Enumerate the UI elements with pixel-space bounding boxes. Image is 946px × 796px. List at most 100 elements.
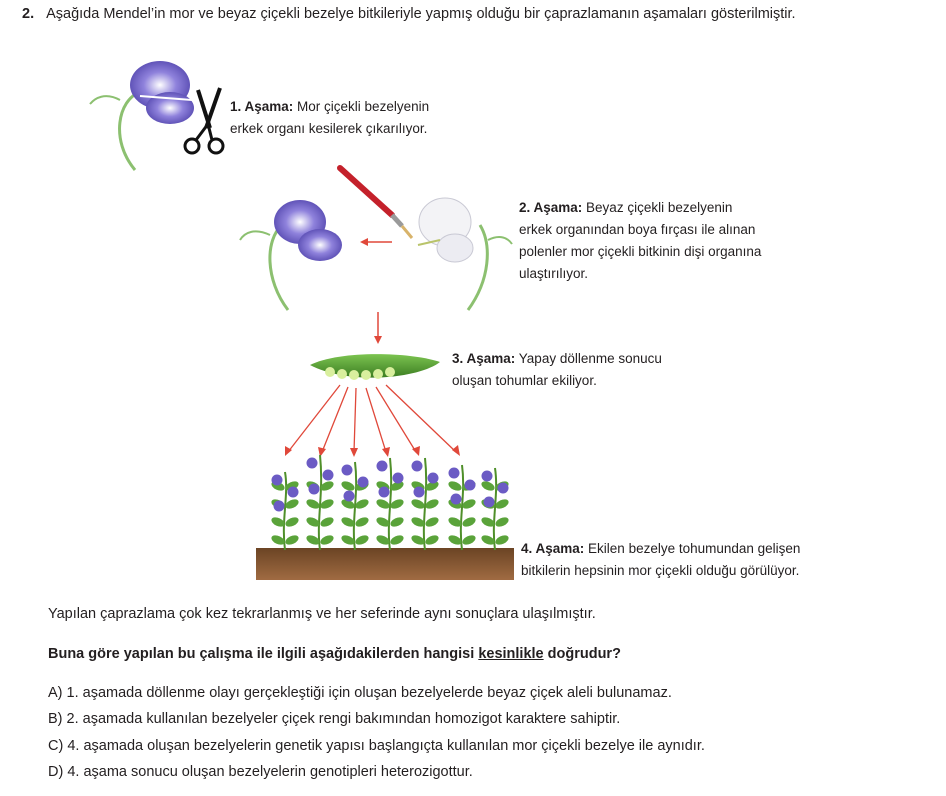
stage-4-title: 4. Aşama: [521, 541, 585, 556]
purple-blossom [448, 467, 460, 479]
pea-plants [271, 454, 509, 551]
arrow-to-purple [360, 238, 392, 246]
arrow-to-pod [374, 312, 382, 344]
plant-leaf [462, 499, 476, 509]
plant-leaf [481, 517, 495, 527]
purple-blossom [481, 470, 493, 482]
plant-leaf [425, 499, 439, 509]
stage-3-title: 3. Aşama: [452, 351, 516, 366]
plant-stem [422, 457, 428, 551]
stage-2-line1: Beyaz çiçekli bezelyenin [586, 200, 733, 215]
purple-flower-stage1 [89, 61, 194, 171]
plant-leaf [425, 535, 439, 545]
pea-pod [310, 354, 440, 380]
plant-leaf [425, 517, 439, 527]
stage-2-line3: polenler mor çiçekli bitkinin dişi organ… [519, 244, 762, 259]
purple-blossom [413, 486, 425, 498]
plant-leaf [285, 499, 299, 509]
purple-blossom [273, 500, 285, 512]
option-d-text: 4. aşama sonucu oluşan bezelyelerin geno… [67, 764, 473, 780]
plant-leaf [448, 535, 462, 545]
stage-2: 2. Aşama: Beyaz çiçekli bezelyenin erkek… [519, 197, 819, 285]
stage-4: 4. Aşama: Ekilen bezelye tohumundan geli… [521, 538, 851, 582]
plant-leaf [320, 481, 334, 491]
purple-blossom [308, 483, 320, 495]
plant-stem [459, 464, 465, 551]
stage-3-line1: Yapay döllenme sonucu [518, 351, 662, 366]
plant-leaf [341, 535, 355, 545]
plant-leaf [306, 517, 320, 527]
purple-blossom [483, 496, 495, 508]
plant-leaf [481, 535, 495, 545]
stage-2-line4: ulaştırılıyor. [519, 266, 589, 281]
prompt-after: doğrudur? [543, 646, 621, 662]
purple-blossom [271, 474, 283, 486]
plant-leaf [306, 499, 320, 509]
plant-leaf [341, 499, 355, 509]
plant-leaf [481, 481, 495, 491]
question-number: 2. [22, 6, 35, 22]
purple-blossom [341, 464, 353, 476]
soil [256, 548, 514, 580]
plant-leaf [411, 535, 425, 545]
plant-leaf [390, 535, 404, 545]
plant-leaf [341, 517, 355, 527]
option-b-label: B) [48, 711, 63, 727]
stage-1-title: 1. Aşama: [230, 99, 294, 114]
plant-leaf [376, 499, 390, 509]
stage-1-line2: erkek organı kesilerek çıkarılıyor. [230, 121, 428, 136]
stage-1: 1. Aşama: Mor çiçekli bezelyenin erkek o… [230, 96, 490, 140]
option-a[interactable]: A) 1. aşamada döllenme olayı gerçekleşti… [48, 685, 672, 701]
option-a-text: 1. aşamada döllenme olayı gerçekleştiği … [66, 685, 672, 701]
purple-blossom [464, 479, 476, 491]
question-prompt: Buna göre yapılan bu çalışma ile ilgili … [48, 646, 621, 662]
purple-blossom [357, 476, 369, 488]
stage-3: 3. Aşama: Yapay döllenme sonucu oluşan t… [452, 348, 732, 392]
statement: Yapılan çaprazlama çok kez tekrarlanmış … [48, 606, 596, 622]
option-b[interactable]: B) 2. aşamada kullanılan bezelyeler çiçe… [48, 711, 620, 727]
option-d[interactable]: D) 4. aşama sonucu oluşan bezelyelerin g… [48, 764, 473, 780]
purple-blossom [450, 493, 462, 505]
prompt-before: Buna göre yapılan bu çalışma ile ilgili … [48, 646, 479, 662]
plant-leaf [355, 499, 369, 509]
plant-stem [282, 471, 288, 551]
purple-blossom [376, 460, 388, 472]
white-flower [417, 197, 513, 311]
purple-blossom [497, 482, 509, 494]
option-b-text: 2. aşamada kullanılan bezelyeler çiçek r… [66, 711, 621, 727]
seed-arrows [287, 384, 457, 453]
plant-stem [387, 457, 393, 551]
purple-blossom [343, 490, 355, 502]
plant-leaf [390, 499, 404, 509]
plant-leaf [462, 535, 476, 545]
purple-blossom [322, 469, 334, 481]
plant-leaf [285, 535, 299, 545]
option-c-text: 4. aşamada oluşan bezelyelerin genetik y… [67, 738, 705, 754]
paintbrush-icon [337, 165, 414, 239]
plant-leaf [271, 535, 285, 545]
plant-leaf [341, 481, 355, 491]
plant-leaf [411, 499, 425, 509]
option-c[interactable]: C) 4. aşamada oluşan bezelyelerin geneti… [48, 738, 705, 754]
plant-leaf [448, 481, 462, 491]
plant-leaf [495, 535, 509, 545]
purple-blossom [378, 486, 390, 498]
plant-leaf [462, 517, 476, 527]
plant-leaf [390, 481, 404, 491]
plant-leaf [495, 499, 509, 509]
plant-leaf [306, 535, 320, 545]
seed-arrowheads [285, 445, 460, 457]
plant-leaf [495, 517, 509, 527]
question-text: Aşağıda Mendel’in mor ve beyaz çiçekli b… [46, 6, 796, 22]
plant-stem [492, 467, 498, 551]
purple-blossom [427, 472, 439, 484]
plant-leaf [411, 517, 425, 527]
stage-4-line1: Ekilen bezelye tohumundan gelişen [588, 541, 801, 556]
plant-leaf [448, 517, 462, 527]
stage-2-line2: erkek organından boya fırçası ile alınan [519, 222, 756, 237]
purple-blossom [411, 460, 423, 472]
purple-flower-stage2 [239, 200, 342, 311]
stage-3-line2: oluşan tohumlar ekiliyor. [452, 373, 597, 388]
option-c-label: C) [48, 738, 64, 754]
